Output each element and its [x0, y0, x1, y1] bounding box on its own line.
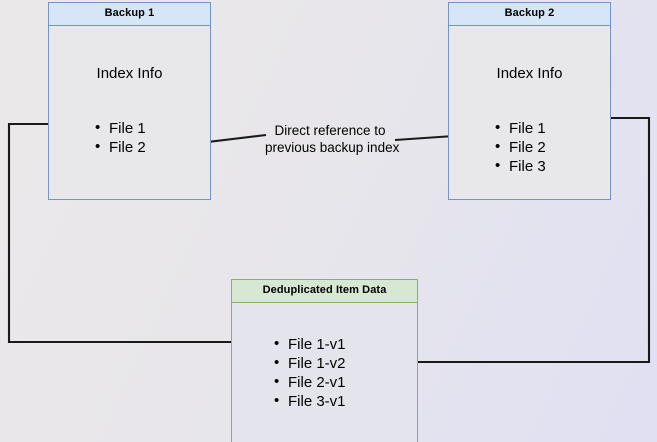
node-backup-1-body: Index Info File 1 File 2 [49, 26, 210, 199]
node-backup-1-title: Backup 1 [49, 3, 210, 26]
list-item: File 1-v1 [274, 334, 346, 354]
list-item: File 1 [95, 118, 146, 138]
node-backup-2-body: Index Info File 1 File 2 File 3 [449, 26, 610, 199]
edge-label-line-1: Direct reference to [274, 123, 386, 138]
list-item: File 2 [495, 137, 546, 157]
node-deduplicated-item-data-body: File 1-v1 File 1-v2 File 2-v1 File 3-v1 [232, 303, 417, 442]
backup-1-index-info-label: Index Info [96, 65, 163, 82]
list-item: File 3 [495, 156, 546, 176]
list-item: File 2 [95, 137, 146, 157]
dedup-file-list: File 1-v1 File 1-v2 File 2-v1 File 3-v1 [274, 334, 346, 411]
backup-2-file-list: File 1 File 2 File 3 [495, 118, 546, 176]
backup-1-file-list: File 1 File 2 [95, 118, 146, 157]
node-deduplicated-item-data[interactable]: Deduplicated Item Data File 1-v1 File 1-… [231, 279, 418, 442]
node-backup-2[interactable]: Backup 2 Index Info File 1 File 2 File 3 [448, 2, 611, 200]
edge-label-direct-reference: Direct reference to previous backup inde… [265, 122, 400, 156]
node-backup-2-title: Backup 2 [449, 3, 610, 26]
list-item: File 1-v2 [274, 353, 346, 373]
node-deduplicated-item-data-title: Deduplicated Item Data [232, 280, 417, 303]
edge-label-line-2: previous backup index [265, 140, 400, 155]
node-backup-1[interactable]: Backup 1 Index Info File 1 File 2 [48, 2, 211, 200]
list-item: File 3-v1 [274, 391, 346, 411]
backup-2-index-info-label: Index Info [496, 65, 563, 82]
list-item: File 2-v1 [274, 372, 346, 392]
list-item: File 1 [495, 118, 546, 138]
